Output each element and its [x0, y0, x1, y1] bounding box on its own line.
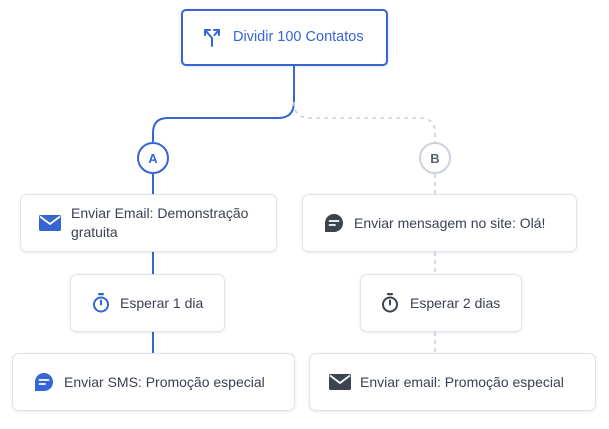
- step-label: Esperar 1 dia: [120, 294, 204, 311]
- step-send-sms-promo[interactable]: Enviar SMS: Promoção especial: [12, 353, 295, 411]
- connector-b: [293, 101, 436, 142]
- step-label: Enviar email: Promoção especial: [360, 373, 564, 390]
- split-contacts-node[interactable]: Dividir 100 Contatos: [181, 9, 388, 66]
- stopwatch-icon: [92, 293, 110, 313]
- split-icon: [201, 27, 223, 49]
- step-send-email-demo[interactable]: Enviar Email: Demonstração gratuita: [20, 194, 277, 252]
- split-contacts-label: Dividir 100 Contatos: [233, 29, 364, 45]
- email-icon: [329, 371, 351, 393]
- step-send-site-message[interactable]: Enviar mensagem no site: Olá!: [302, 194, 577, 252]
- chat-icon: [323, 212, 345, 234]
- stopwatch-icon: [381, 293, 399, 313]
- step-label: Esperar 2 dias: [410, 294, 501, 311]
- step-send-email-promo[interactable]: Enviar email: Promoção especial: [309, 353, 596, 411]
- email-icon: [39, 212, 61, 234]
- branch-a-badge[interactable]: A: [137, 142, 169, 174]
- step-label: Enviar SMS: Promoção especial: [64, 373, 265, 390]
- step-label: Enviar Email: Demonstração gratuita: [71, 205, 249, 240]
- step-wait-2-days[interactable]: Esperar 2 dias: [360, 274, 522, 332]
- step-label: Enviar mensagem no site: Olá!: [354, 214, 546, 231]
- branch-b-badge[interactable]: B: [419, 142, 451, 174]
- connector-a: [152, 66, 295, 142]
- sms-icon: [33, 371, 55, 393]
- step-wait-1-day[interactable]: Esperar 1 dia: [70, 274, 225, 332]
